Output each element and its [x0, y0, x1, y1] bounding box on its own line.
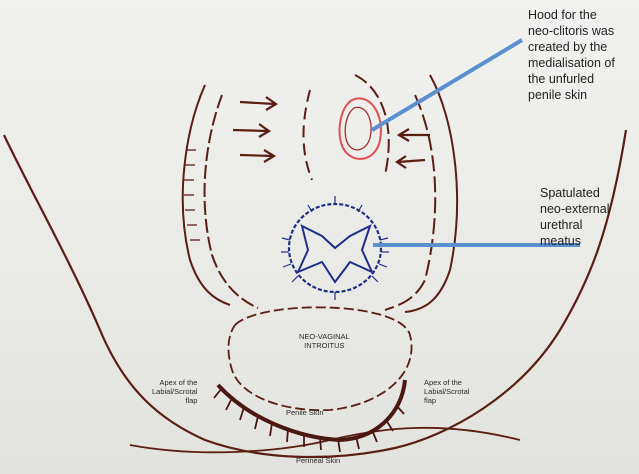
right-arrows [397, 129, 430, 168]
meatus-annotation-label: Spatulated neo-external urethral meatus [540, 185, 610, 249]
introitus-label: NEO-VAGINAL INTROITUS [299, 332, 350, 350]
left-inner-outline [205, 95, 258, 308]
meatus-inner [298, 226, 372, 282]
apex-left-label: Apex of the Labial/Scrotal flap [152, 378, 197, 405]
penile-skin-suture-ticks [214, 388, 404, 452]
left-suture-marks [184, 150, 200, 240]
upper-dashed-left [304, 90, 313, 180]
left-arrows [233, 97, 276, 162]
introitus-outline [228, 307, 411, 410]
penile-skin-label: Penile Skin [286, 408, 324, 417]
neo-clitoris-inner [345, 107, 371, 149]
right-labial-outline [405, 75, 457, 312]
apex-right-label: Apex of the Labial/Scrotal flap [424, 378, 469, 405]
hood-annotation-label: Hood for the neo-clitoris was created by… [528, 7, 615, 103]
perineal-skin-label: Perineal Skin [296, 456, 340, 465]
right-inner-outline [385, 95, 435, 310]
